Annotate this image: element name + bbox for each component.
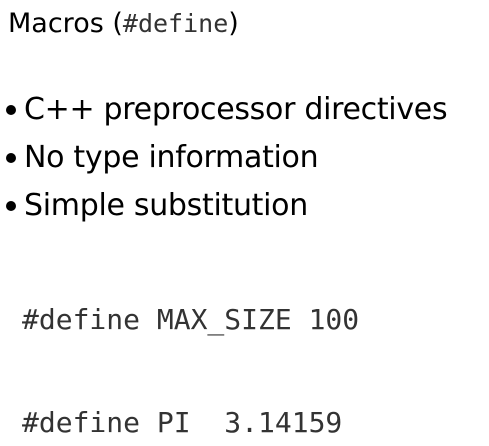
slide-title: Macros (#define) bbox=[8, 4, 239, 44]
bullet-text: C++ preprocessor directives bbox=[24, 92, 448, 127]
title-text: Macros ( bbox=[8, 8, 123, 39]
bullet-dot-icon bbox=[6, 153, 16, 163]
code-line: #define MAX_SIZE 100 bbox=[22, 303, 360, 336]
code-line: #define PI 3.14159 bbox=[22, 406, 343, 439]
bullet-dot-icon bbox=[6, 105, 16, 115]
title-suffix: ) bbox=[228, 8, 239, 39]
bullet-dot-icon bbox=[6, 201, 16, 211]
bullet-list: C++ preprocessor directives No type info… bbox=[4, 86, 448, 230]
bullet-item: Simple substitution bbox=[4, 182, 447, 230]
bullet-text: Simple substitution bbox=[24, 188, 308, 223]
bullet-item: No type information bbox=[4, 134, 447, 182]
bullet-item: C++ preprocessor directives bbox=[4, 86, 448, 134]
title-code: #define bbox=[122, 9, 229, 38]
bullet-text: No type information bbox=[24, 140, 319, 175]
